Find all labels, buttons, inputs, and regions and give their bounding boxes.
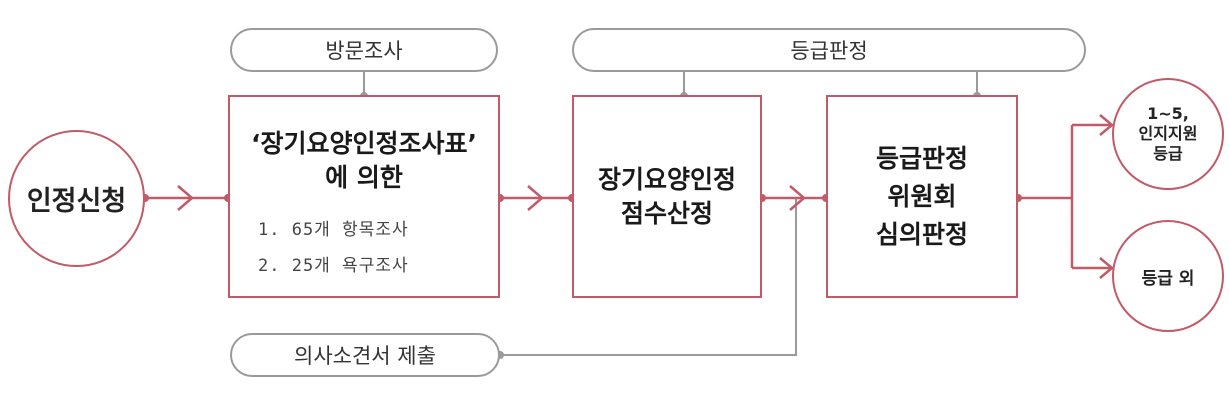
doctor-opinion-pill: 의사소견서 제출 xyxy=(230,333,500,377)
grade-outcome-line3: 등급 xyxy=(1153,144,1183,163)
survey-title: ‘장기요양인정조사표’ 에 의한 xyxy=(230,127,498,195)
visit-survey-label: 방문조사 xyxy=(325,39,403,63)
grade-outcome-line2: 인지지원 xyxy=(1138,124,1198,143)
doctor-opinion-label: 의사소견서 제출 xyxy=(294,344,436,368)
score-text: 장기요양인정 점수산정 xyxy=(598,163,736,231)
other-outcome-circle: 등급 외 xyxy=(1112,220,1224,332)
apply-label: 인정신청 xyxy=(26,186,127,217)
survey-item-2: 2. 25개 욕구조사 xyxy=(258,256,409,276)
committee-line3: 심의판정 xyxy=(875,219,968,249)
committee-box: 등급판정 위원회 심의판정 xyxy=(826,95,1018,298)
committee-line1: 등급판정 xyxy=(875,143,968,173)
apply-circle: 인정신청 xyxy=(8,130,145,267)
committee-line2: 위원회 xyxy=(887,181,957,211)
grading-label: 등급판정 xyxy=(790,39,868,63)
survey-box: ‘장기요양인정조사표’ 에 의한 1. 65개 항목조사 2. 25개 욕구조사 xyxy=(228,95,500,298)
grade-outcome-circle: 1~5, 인지지원 등급 xyxy=(1112,78,1224,190)
grade-outcome-line1: 1~5, xyxy=(1147,104,1189,123)
doctor-connector xyxy=(500,198,797,356)
survey-item-1: 1. 65개 항목조사 xyxy=(258,220,409,240)
visit-survey-pill: 방문조사 xyxy=(230,28,498,72)
score-line2: 점수산정 xyxy=(620,198,713,228)
survey-title-line1: ‘장기요양인정조사표’ xyxy=(251,129,477,158)
survey-title-line2: 에 의한 xyxy=(325,163,403,192)
grading-pill: 등급판정 xyxy=(572,28,1086,72)
committee-text: 등급판정 위원회 심의판정 xyxy=(876,140,968,254)
other-outcome-label: 등급 외 xyxy=(1141,268,1195,289)
score-box: 장기요양인정 점수산정 xyxy=(572,95,762,298)
score-line1: 장기요양인정 xyxy=(597,164,736,194)
